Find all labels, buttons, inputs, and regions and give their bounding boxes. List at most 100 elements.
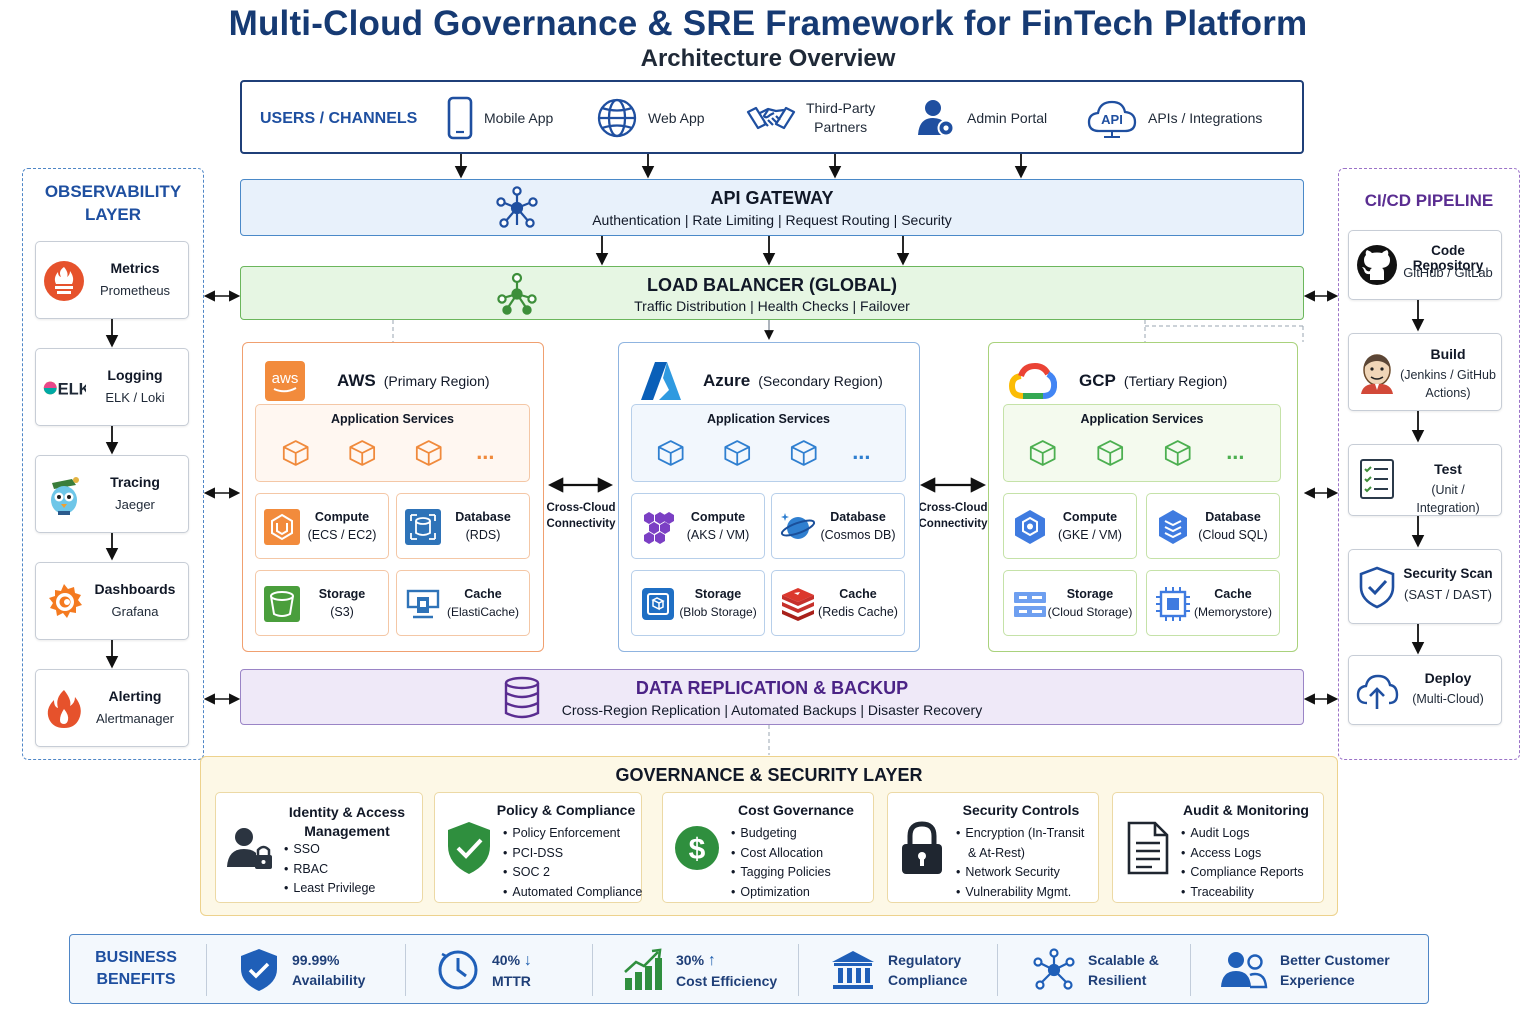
aws-elasticache-icon bbox=[406, 589, 440, 619]
aks-hexagons-icon bbox=[644, 512, 674, 544]
cicd-card-security-scan[interactable]: Security Scan (SAST / DAST) bbox=[1348, 549, 1502, 624]
gov-card-item: SSO bbox=[284, 840, 420, 860]
svc-title: Storage bbox=[1066, 587, 1114, 601]
users-channels-title: USERS / CHANNELS bbox=[260, 110, 418, 127]
svg-text:$: $ bbox=[689, 833, 706, 866]
governance-security-layer: GOVERNANCE & SECURITY LAYER Identity & A… bbox=[200, 756, 1338, 916]
gcp-logo-icon bbox=[1009, 362, 1057, 399]
azure-region: (Secondary Region) bbox=[758, 373, 883, 389]
cicd-card-test[interactable]: Test (Unit / Integration) bbox=[1348, 444, 1502, 516]
observability-title: OBSERVABILITY LAYER bbox=[23, 180, 203, 226]
azure-compute-card[interactable]: Compute (AKS / VM) bbox=[631, 493, 765, 559]
obs-card-logging[interactable]: ELK Logging ELK / Loki bbox=[35, 348, 189, 426]
obs-card-sub: Grafana bbox=[111, 604, 159, 619]
gov-card-identity-access[interactable]: Identity & Access Management SSO RBAC Le… bbox=[215, 792, 423, 903]
gcp-cache-card[interactable]: Cache (Memorystore) bbox=[1146, 570, 1280, 636]
app-services-label: Application Services bbox=[331, 412, 454, 426]
azure-region-box: Azure (Secondary Region) Application Ser… bbox=[618, 342, 920, 652]
load-balancer-icon bbox=[497, 272, 537, 315]
gcp-service-cubes: ... bbox=[1029, 439, 1244, 466]
aws-application-services: Application Services ... bbox=[255, 404, 530, 482]
benefit-label: Availability bbox=[292, 972, 366, 988]
aws-compute-card[interactable]: Compute (ECS / EC2) bbox=[255, 493, 389, 559]
jenkins-icon bbox=[1361, 354, 1393, 394]
api-icon-text: API bbox=[1101, 112, 1123, 127]
svc-sub: (Cloud SQL) bbox=[1198, 528, 1268, 542]
aws-compute-icon bbox=[264, 509, 300, 545]
svc-title: Database bbox=[455, 510, 511, 524]
benefit-value: 30% bbox=[676, 951, 705, 968]
channel-apis-integrations[interactable]: API APIs / Integrations bbox=[1086, 94, 1262, 142]
cicd-card-sub: GitHub / GitLab bbox=[1403, 265, 1493, 280]
admin-user-gear-icon bbox=[918, 100, 955, 137]
svc-sub: (Blob Storage) bbox=[679, 605, 757, 619]
gov-card-item: Policy Enforcement bbox=[503, 824, 639, 844]
prometheus-icon bbox=[44, 261, 84, 301]
down-arrow-icon: ↓ bbox=[523, 951, 532, 969]
channel-admin-portal[interactable]: Admin Portal bbox=[917, 94, 1047, 142]
elk-icon: ELK bbox=[43, 380, 86, 398]
gov-card-item: Network Security bbox=[956, 863, 1096, 883]
gov-card-audit-monitoring[interactable]: Audit & Monitoring Audit Logs Access Log… bbox=[1112, 792, 1324, 903]
obs-card-sub: ELK / Loki bbox=[105, 390, 165, 405]
bank-building-icon bbox=[832, 951, 874, 989]
cicd-card-deploy[interactable]: Deploy (Multi-Cloud) bbox=[1348, 655, 1502, 725]
network-hub-icon bbox=[1033, 948, 1075, 990]
api-cloud-icon: API bbox=[1087, 100, 1137, 138]
gov-card-cost-governance[interactable]: $ Cost Governance Budgeting Cost Allocat… bbox=[662, 792, 874, 903]
database-cylinder-icon bbox=[504, 676, 540, 719]
cicd-card-build[interactable]: Build (Jenkins / GitHub Actions) bbox=[1348, 333, 1502, 411]
channel-label: Third-Party Partners bbox=[806, 99, 875, 137]
gcp-name: GCP bbox=[1079, 371, 1116, 390]
aws-database-card[interactable]: Database (RDS) bbox=[396, 493, 530, 559]
svc-title: Database bbox=[830, 510, 886, 524]
benefit-value: Scalable & bbox=[1088, 952, 1159, 968]
gov-card-title: Security Controls bbox=[962, 802, 1080, 818]
azure-service-cubes: ... bbox=[657, 439, 870, 466]
aws-header: aws AWS (Primary Region) bbox=[265, 361, 490, 401]
channel-web-app[interactable]: Web App bbox=[596, 94, 705, 142]
svc-title: Storage bbox=[694, 587, 742, 601]
benefit-label: MTTR bbox=[492, 972, 531, 989]
benefit-text: Better Customer Experience bbox=[1280, 950, 1390, 990]
gov-card-title: Policy & Compliance bbox=[496, 802, 636, 818]
obs-card-tracing[interactable]: Tracing Jaeger bbox=[35, 455, 189, 533]
azure-header: Azure (Secondary Region) bbox=[639, 361, 883, 401]
obs-card-alerting[interactable]: Alerting Alertmanager bbox=[35, 669, 189, 747]
padlock-icon bbox=[902, 821, 942, 874]
app-services-label: Application Services bbox=[1080, 412, 1204, 426]
observability-title-line1: OBSERVABILITY bbox=[44, 182, 182, 201]
governance-title: GOVERNANCE & SECURITY LAYER bbox=[615, 765, 923, 785]
azure-cache-card[interactable]: Cache (Redis Cache) bbox=[771, 570, 905, 636]
obs-card-metrics[interactable]: Metrics Prometheus bbox=[35, 241, 189, 319]
azure-logo-icon bbox=[641, 362, 681, 400]
aws-storage-card[interactable]: Storage (S3) bbox=[255, 570, 389, 636]
aws-cache-card[interactable]: Cache (ElastiCache) bbox=[396, 570, 530, 636]
gov-card-policy-compliance[interactable]: Policy & Compliance Policy Enforcement P… bbox=[434, 792, 642, 903]
channel-mobile-app[interactable]: Mobile App bbox=[446, 94, 553, 142]
azure-storage-card[interactable]: Storage (Blob Storage) bbox=[631, 570, 765, 636]
cicd-card-code-repository[interactable]: Code Repository GitHub / GitLab bbox=[1348, 230, 1502, 300]
benefit-label: Compliance bbox=[888, 972, 968, 988]
gcp-storage-card[interactable]: Storage (Cloud Storage) bbox=[1003, 570, 1137, 636]
obs-card-dashboards[interactable]: Dashboards Grafana bbox=[35, 562, 189, 640]
users-icon bbox=[1221, 952, 1268, 989]
cross-cloud-line2: Connectivity bbox=[546, 518, 616, 530]
document-icon bbox=[1127, 821, 1169, 875]
gcp-compute-card[interactable]: Compute (GKE / VM) bbox=[1003, 493, 1137, 559]
azure-database-card[interactable]: Database (Cosmos DB) bbox=[771, 493, 905, 559]
cross-cloud-line2: Connectivity bbox=[918, 518, 988, 530]
channel-label-line1: Third-Party bbox=[806, 100, 876, 116]
checklist-icon bbox=[1360, 459, 1394, 499]
data-replication-features: Cross-Region Replication | Automated Bac… bbox=[561, 702, 983, 718]
svc-sub: (Cloud Storage) bbox=[1047, 605, 1133, 619]
cicd-card-title: Deploy bbox=[1424, 670, 1472, 686]
channel-third-party-partners[interactable]: Third-Party Partners bbox=[746, 94, 875, 142]
gov-card-security-controls[interactable]: Security Controls Encryption (In-Transit… bbox=[887, 792, 1099, 903]
user-lock-icon bbox=[227, 828, 272, 869]
cicd-card-sub: (Jenkins / GitHub Actions) bbox=[1399, 366, 1497, 402]
gov-card-item: Optimization bbox=[731, 883, 871, 903]
business-benefits-bar: BUSINESS BENEFITS 99.99% Availability 40… bbox=[69, 934, 1429, 1004]
obs-card-title: Metrics bbox=[110, 260, 160, 276]
gcp-database-card[interactable]: Database (Cloud SQL) bbox=[1146, 493, 1280, 559]
